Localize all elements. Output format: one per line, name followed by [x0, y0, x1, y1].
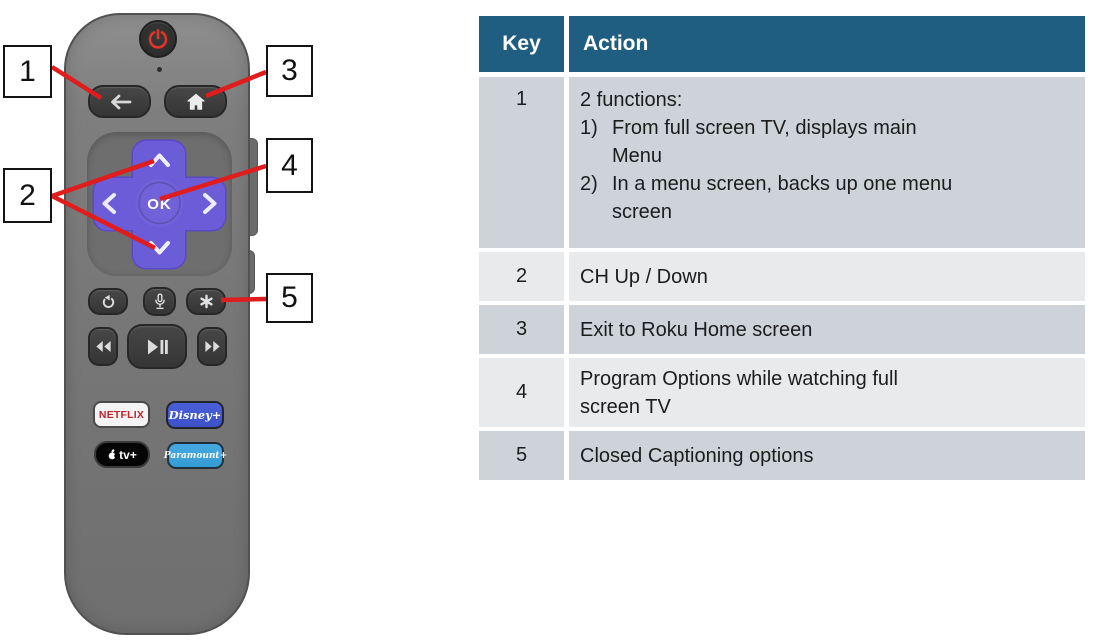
callout-1: 1: [3, 45, 52, 98]
row-action-text: Program Options while watching full scre…: [580, 367, 898, 418]
microphone-icon: [154, 292, 165, 309]
rewind-icon: [95, 340, 111, 353]
row-key: 4: [479, 358, 564, 427]
row-action: Program Options while watching full scre…: [569, 358, 1085, 427]
action-list-item: 2) In a menu screen, backs up one menu s…: [580, 170, 1085, 226]
power-icon: [148, 29, 168, 49]
disney-plus-button: Disney+: [166, 401, 224, 429]
home-icon: [186, 93, 205, 110]
apple-tv-label: tv+: [119, 447, 137, 462]
row-key: 5: [479, 431, 564, 480]
callout-4: 4: [266, 138, 313, 193]
key-column-header: Key: [479, 16, 564, 72]
paramount-plus-label: Paramount+: [163, 450, 228, 461]
instant-replay-button: [88, 288, 128, 315]
paramount-plus-button: Paramount+: [163, 442, 228, 469]
list-text: From full screen TV, displays main Menu: [612, 117, 917, 167]
netflix-label: NETFLIX: [98, 408, 145, 421]
roku-remote: OK: [64, 13, 258, 635]
back-button: [88, 85, 151, 118]
remote-body: OK: [64, 13, 250, 635]
power-button: [139, 20, 177, 58]
row-action: CH Up / Down: [569, 252, 1085, 301]
row-key: 3: [479, 305, 564, 354]
back-arrow-icon: [110, 94, 131, 109]
home-button: [164, 85, 227, 118]
netflix-button: NETFLIX: [93, 401, 150, 428]
table-header-row: Key Action: [479, 16, 1085, 72]
play-pause-button: [127, 324, 187, 369]
table-row-3: 3 Exit to Roku Home screen: [479, 305, 1085, 354]
ok-label: OK: [147, 196, 172, 213]
row-action: 2 functions: 1) From full screen TV, dis…: [569, 77, 1085, 248]
options-button: [186, 288, 226, 315]
list-marker: 1): [580, 117, 598, 139]
rewind-button: [88, 327, 118, 366]
action-intro: 2 functions:: [580, 89, 683, 111]
apple-logo-icon: [108, 449, 118, 460]
action-list-item: 1) From full screen TV, displays main Me…: [580, 114, 1085, 170]
callout-3: 3: [266, 45, 313, 97]
list-text: In a menu screen, backs up one menu scre…: [612, 173, 953, 223]
disney-plus-label: Disney+: [168, 408, 222, 422]
dpad: OK: [92, 139, 227, 270]
voice-button: [143, 287, 176, 316]
play-pause-icon: [148, 339, 168, 354]
callout-5: 5: [266, 273, 313, 323]
table-row-2: 2 CH Up / Down: [479, 252, 1085, 301]
row-key: 2: [479, 252, 564, 301]
table-row-5: 5 Closed Captioning options: [479, 431, 1085, 480]
fast-forward-button: [197, 327, 227, 366]
callout-2: 2: [3, 168, 52, 223]
table-row-1: 1 2 functions: 1) From full screen TV, d…: [479, 77, 1085, 248]
apple-tv-button: tv+: [94, 441, 150, 468]
instant-replay-icon: [102, 294, 114, 308]
asterisk-icon: [199, 294, 213, 309]
row-action: Exit to Roku Home screen: [569, 305, 1085, 354]
action-column-header: Action: [569, 16, 1085, 72]
key-action-table: Key Action 1 2 functions: 1) From full s…: [479, 16, 1085, 484]
mic-hole: [157, 67, 162, 72]
fast-forward-icon: [204, 340, 220, 353]
row-action: Closed Captioning options: [569, 431, 1085, 480]
list-marker: 2): [580, 173, 598, 195]
table-row-4: 4 Program Options while watching full sc…: [479, 358, 1085, 427]
row-key: 1: [479, 77, 564, 248]
